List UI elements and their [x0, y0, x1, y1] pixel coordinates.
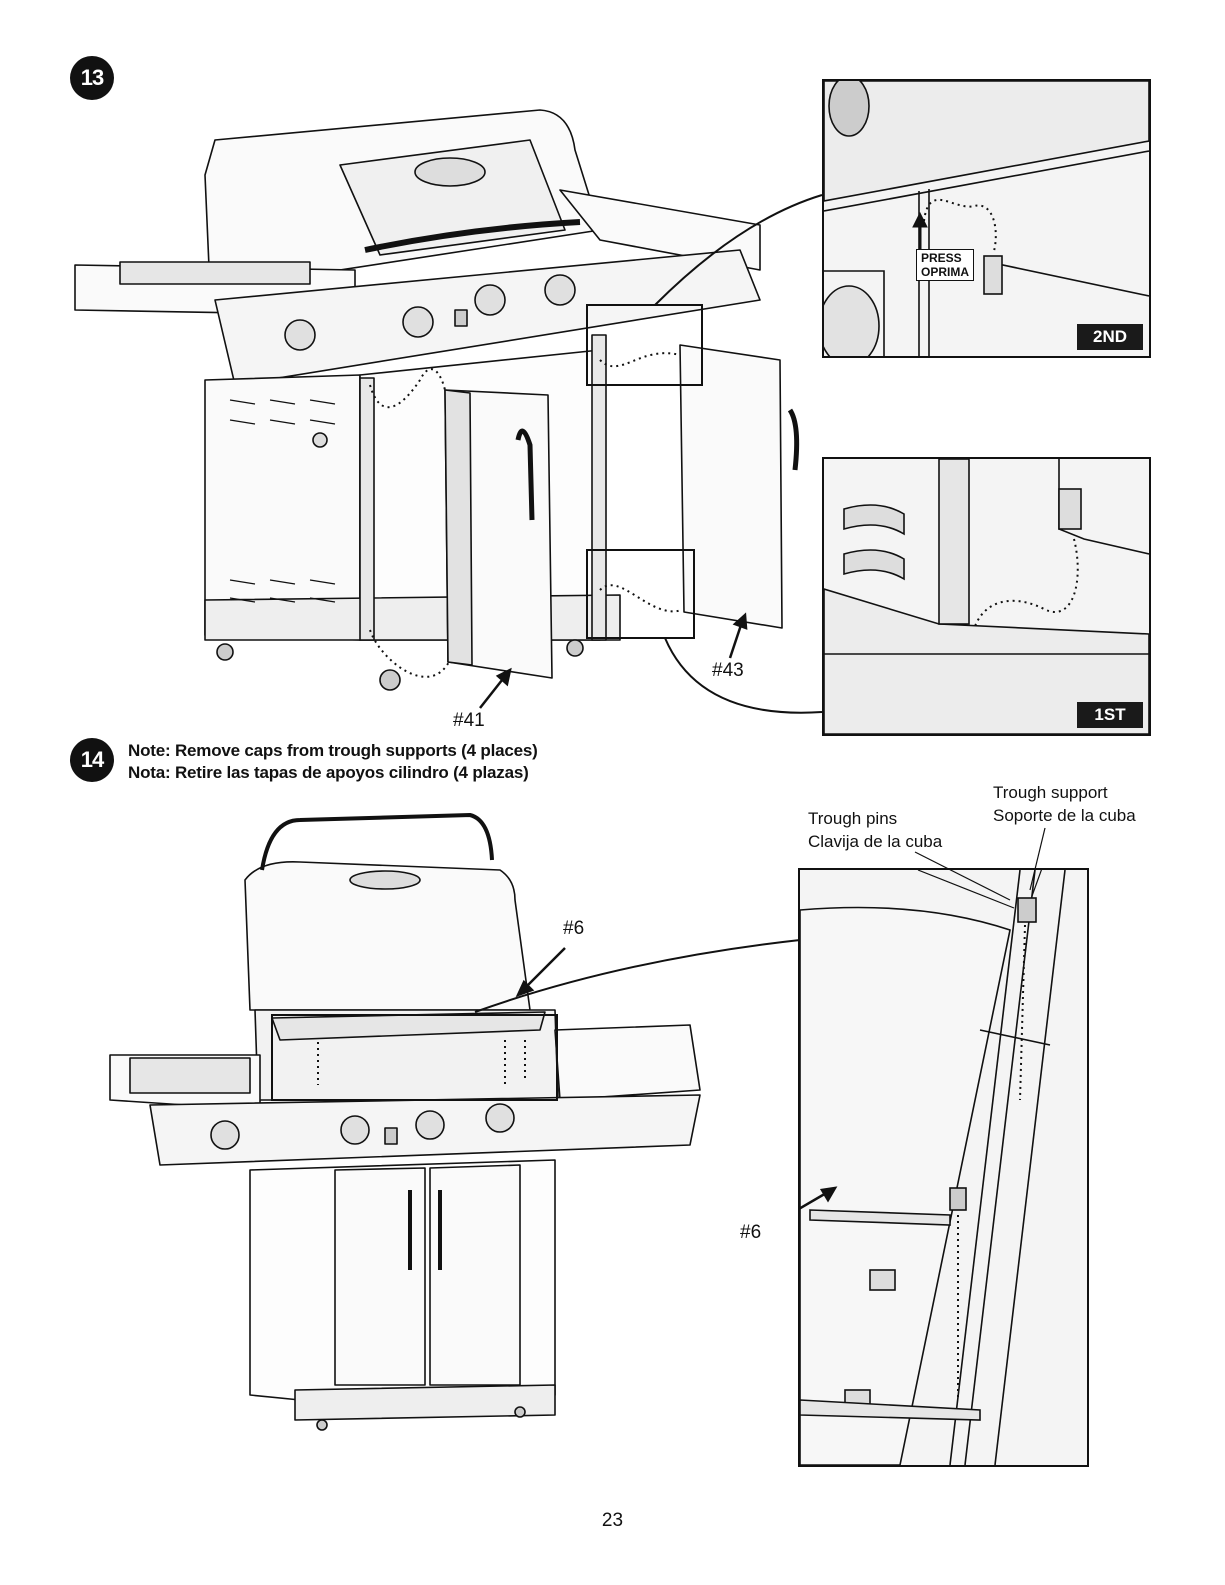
page-number: 23 — [0, 1510, 1225, 1532]
inset-part-6-label: #6 — [740, 1222, 761, 1244]
